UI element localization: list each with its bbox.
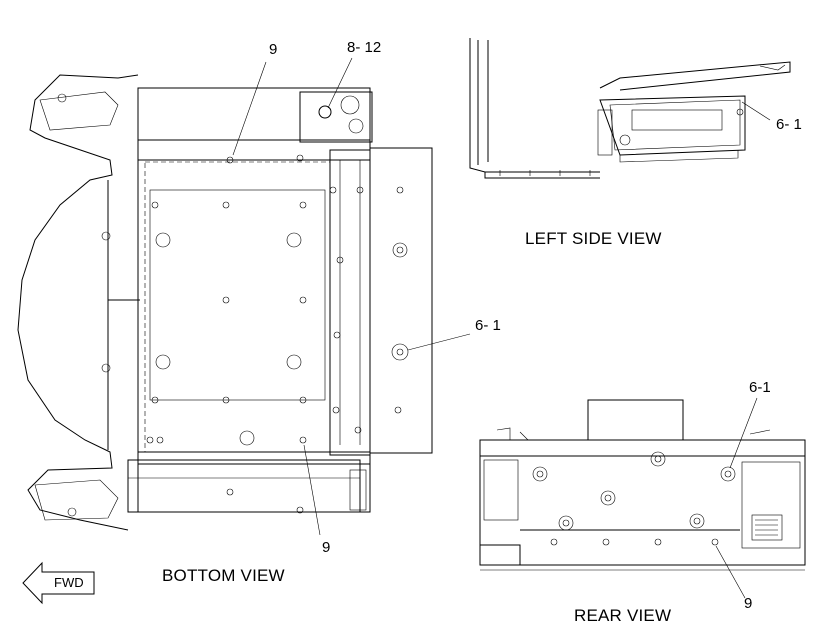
rear-view-drawing [479, 397, 806, 599]
callout-9-bottom-bottom: 9 [322, 539, 331, 556]
callout-9-bottom-top: 9 [269, 41, 278, 58]
callout-8-12: 8- 12 [347, 39, 382, 56]
rear-view-title: REAR VIEW [574, 606, 672, 625]
fwd-arrow-label: FWD [54, 575, 84, 590]
callout-6-1-rear: 6-1 [749, 379, 771, 396]
left-side-view-drawing [469, 38, 791, 179]
bottom-view-drawing [17, 57, 471, 536]
fwd-arrow-icon [22, 561, 95, 605]
callout-9-rear: 9 [744, 595, 753, 612]
callout-6-1-bottom: 6- 1 [475, 317, 501, 334]
bottom-view-title: BOTTOM VIEW [162, 566, 285, 585]
left-side-view-title: LEFT SIDE VIEW [525, 229, 662, 248]
callout-6-1-left-side: 6- 1 [776, 116, 802, 133]
